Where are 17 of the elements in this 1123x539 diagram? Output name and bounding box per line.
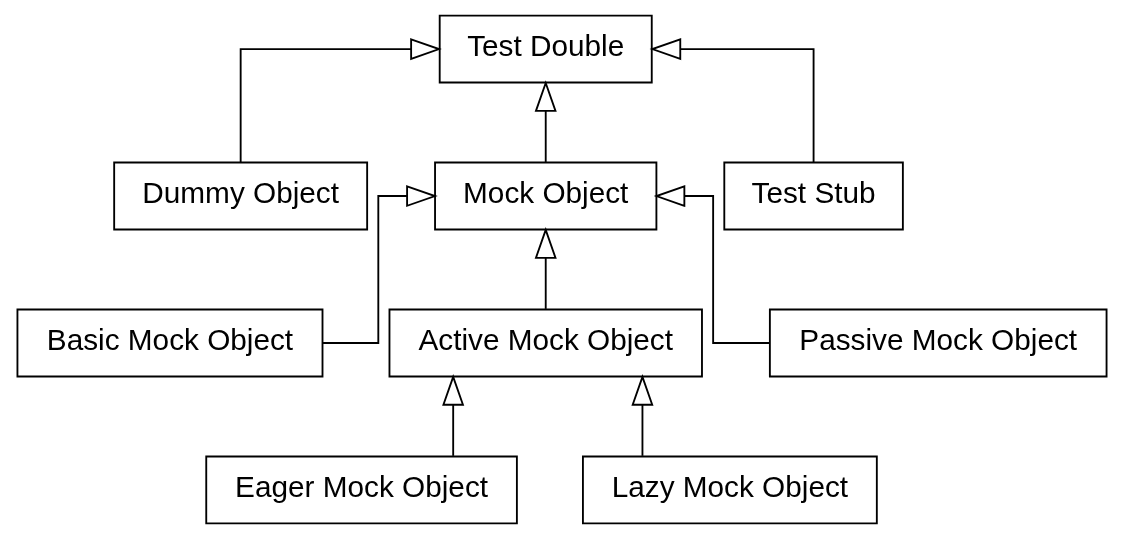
node-box: Eager Mock Object xyxy=(204,455,518,525)
arrow xyxy=(239,38,442,163)
arrow xyxy=(534,227,557,310)
arrow xyxy=(649,38,814,163)
node-box: Passive Mock Object xyxy=(768,308,1107,378)
node-box: Active Mock Object xyxy=(388,308,703,378)
node-box: Dummy Object xyxy=(112,161,368,231)
arrow xyxy=(441,374,464,457)
arrow xyxy=(653,184,770,344)
node-box: Mock Object xyxy=(433,161,657,231)
node-box: Lazy Mock Object xyxy=(581,455,878,525)
node-box: Basic Mock Object xyxy=(16,308,323,378)
node-box: Test Double xyxy=(438,14,653,84)
arrow xyxy=(534,80,557,163)
arrow xyxy=(630,374,654,457)
arrow xyxy=(321,184,438,344)
node-box: Test Stub xyxy=(722,161,904,231)
